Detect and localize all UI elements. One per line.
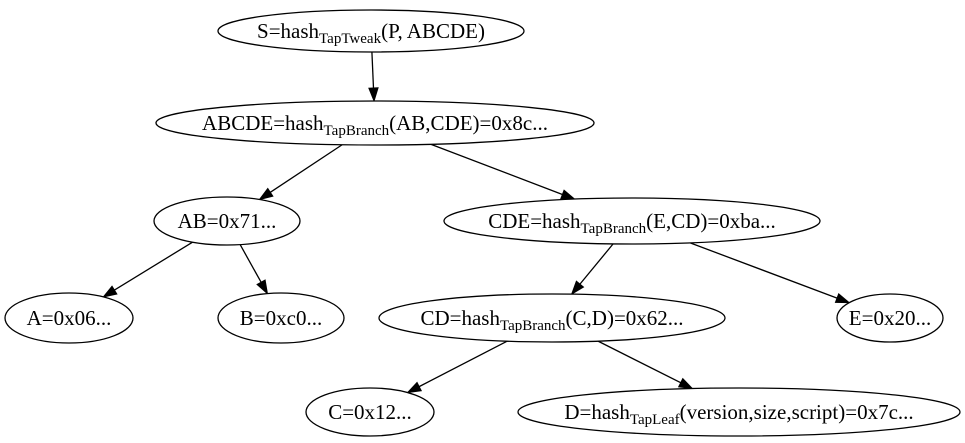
node-CD: CD=hashTapBranch(C,D)=0x62... [378,293,726,343]
edge-ABCDE-AB [258,144,343,201]
node-AB-label: AB=0x71... [178,209,277,233]
arrowhead-icon [368,87,379,103]
node-CDE-label: CDE=hashTapBranch(E,CD)=0xba... [488,209,776,237]
arrowhead-icon [102,285,118,298]
node-CDE: CDE=hashTapBranch(E,CD)=0xba... [443,197,821,245]
node-C: C=0x12... [305,387,435,437]
node-C-label: C=0x12... [328,400,412,424]
node-A: A=0x06... [4,292,134,344]
edge-line [269,144,343,193]
node-E-label: E=0x20... [849,306,931,330]
edge-line [418,340,508,388]
arrowhead-icon [560,189,576,200]
node-B: B=0xc0... [217,292,345,344]
node-S-ellipse [217,9,525,53]
edge-S-ABCDE [368,51,379,103]
node-D-ellipse [517,387,961,437]
edge-line [579,243,614,285]
node-E: E=0x20... [836,293,944,343]
arrowhead-icon [677,377,694,390]
edge-line [430,143,563,196]
node-D: D=hashTapLeaf(version,size,script)=0x7c.… [517,387,961,437]
arrowhead-icon [406,381,423,394]
edge-CDE-CD [570,243,614,296]
node-CD-ellipse [378,293,726,343]
edge-CD-D [597,340,694,390]
node-B-label: B=0xc0... [240,306,322,330]
node-D-label: D=hashTapLeaf(version,size,script)=0x7c.… [564,400,913,428]
arrowhead-icon [834,292,851,304]
node-C-ellipse [305,387,435,437]
edge-line [689,242,838,299]
node-AB: AB=0x71... [153,196,301,246]
edge-line [114,241,193,291]
edge-line [371,51,375,89]
node-ABCDE: ABCDE=hashTapBranch(AB,CDE)=0x8c... [155,100,595,146]
node-A-label: A=0x06... [27,306,112,330]
node-CD-label: CD=hashTapBranch(C,D)=0x62... [420,306,683,334]
node-CDE-ellipse [443,197,821,245]
edge-line [239,244,262,283]
node-ABCDE-ellipse [155,100,595,146]
arrowhead-icon [258,187,274,201]
node-S-label: S=hashTapTweak(P, ABCDE) [257,19,485,47]
edge-CDE-E [689,242,851,304]
edge-line [597,340,682,384]
arrowhead-icon [570,280,585,296]
node-B-ellipse [217,292,345,344]
node-ABCDE-label: ABCDE=hashTapBranch(AB,CDE)=0x8c... [202,111,548,139]
arrowhead-icon [256,279,269,295]
node-AB-ellipse [153,196,301,246]
edge-ABCDE-CDE [430,143,576,200]
node-A-ellipse [4,292,134,344]
edge-AB-A [102,241,193,298]
edge-CD-C [406,340,508,394]
edge-AB-B [239,244,269,295]
node-E-ellipse [836,293,944,343]
node-S: S=hashTapTweak(P, ABCDE) [217,9,525,53]
